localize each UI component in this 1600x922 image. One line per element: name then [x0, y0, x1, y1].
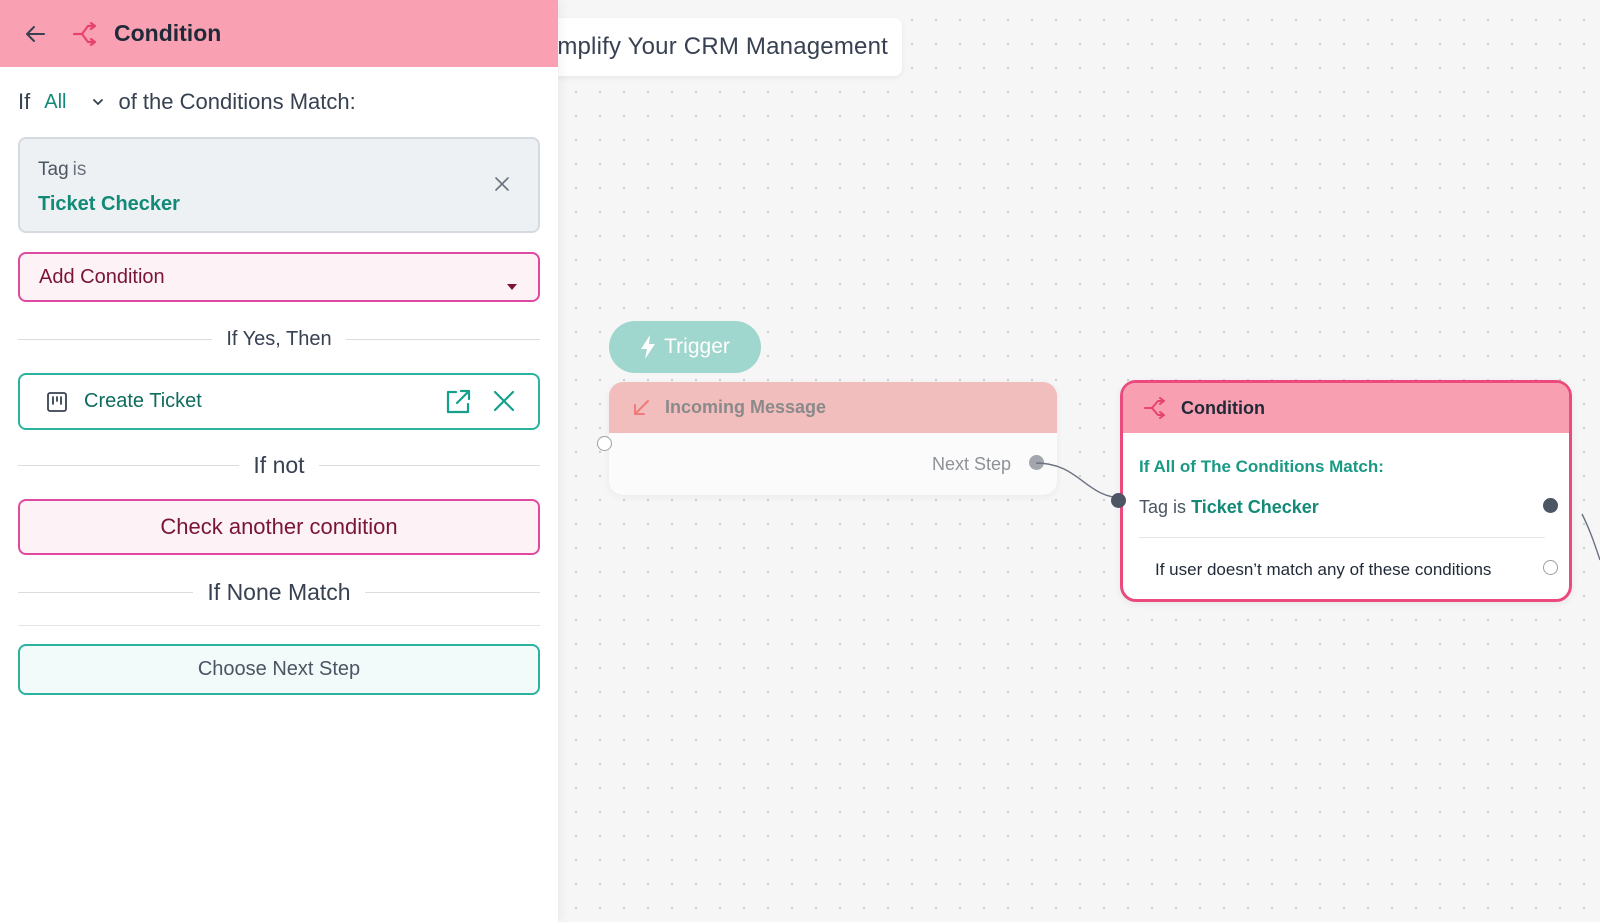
trigger-node-incoming-message[interactable]: Incoming Message Next Step: [597, 382, 1057, 495]
if-yes-label: If Yes, Then: [226, 327, 332, 350]
condition-node-rule-value: Ticket Checker: [1191, 497, 1319, 517]
condition-node-else-output-handle[interactable]: [1543, 560, 1558, 575]
external-link-icon[interactable]: [444, 388, 472, 422]
chevron-down-icon[interactable]: [92, 98, 104, 106]
action-create-ticket[interactable]: Create Ticket: [18, 373, 540, 430]
match-prefix: If: [18, 89, 31, 114]
panel-header: Condition: [0, 0, 558, 67]
trigger-node-input-handle[interactable]: [597, 436, 612, 451]
lightning-icon: [641, 335, 656, 359]
condition-node-rule-operator: is: [1173, 497, 1187, 517]
add-condition-dropdown[interactable]: Add Condition: [18, 252, 540, 302]
condition-node-match-output-handle[interactable]: [1543, 498, 1558, 513]
arrow-down-left-icon: [634, 399, 649, 415]
choose-next-step-label: Choose Next Step: [197, 658, 361, 680]
close-icon[interactable]: [492, 389, 516, 419]
condition-node-rule: Tag is Ticket Checker: [1139, 497, 1319, 518]
trigger-pill-label: Trigger: [664, 335, 730, 358]
trigger-node-title: Incoming Message: [665, 397, 827, 417]
condition-node[interactable]: Condition If All of The Conditions Match…: [1111, 380, 1572, 602]
add-condition-label: Add Condition: [39, 265, 165, 288]
condition-node-input-handle[interactable]: [1111, 493, 1126, 508]
condition-node-title: Condition: [1181, 397, 1265, 418]
trigger-pill[interactable]: Trigger: [609, 321, 761, 373]
if-not-divider: If not: [18, 450, 540, 480]
condition-value: Ticket Checker: [38, 193, 180, 215]
panel-title: Condition: [114, 20, 222, 46]
board-icon: [47, 391, 67, 412]
if-not-label: If not: [253, 451, 305, 478]
action-label: Create Ticket: [84, 390, 202, 412]
close-icon[interactable]: [492, 174, 512, 194]
condition-field-name: Tag: [38, 159, 69, 180]
flow-title-text: Simplify Your CRM Management: [535, 33, 888, 60]
caret-down-icon: [506, 274, 518, 297]
choose-next-step-button[interactable]: Choose Next Step: [18, 644, 540, 695]
condition-node-else-label: If user doesn’t match any of these condi…: [1155, 560, 1492, 579]
section-divider: [18, 625, 540, 626]
condition-node-separator: [1139, 537, 1545, 538]
trigger-node-header: Incoming Message: [609, 382, 1057, 433]
branch-split-icon: [1144, 397, 1165, 419]
condition-node-header: Condition: [1123, 383, 1569, 433]
arrow-left-icon[interactable]: [22, 20, 50, 48]
match-mode-select[interactable]: All: [44, 90, 67, 113]
condition-operator: is: [72, 159, 87, 180]
flow-title: Simplify Your CRM Management: [520, 18, 902, 76]
condition-node-rule-field: Tag: [1139, 497, 1169, 517]
match-suffix: of the Conditions Match:: [118, 89, 356, 114]
if-yes-divider: If Yes, Then: [18, 324, 540, 354]
match-mode-row: If All of the Conditions Match:: [18, 88, 356, 116]
condition-settings-panel: Condition If All of the Conditions Match…: [0, 0, 558, 922]
check-another-condition-button[interactable]: Check another condition: [18, 499, 540, 555]
if-none-match-label: If None Match: [207, 578, 351, 605]
condition-node-subtitle: If All of The Conditions Match:: [1139, 457, 1384, 476]
trigger-node-next-step-label: Next Step: [931, 454, 1011, 474]
if-none-match-divider: If None Match: [18, 577, 540, 607]
branch-split-icon: [72, 20, 100, 48]
check-another-condition-label: Check another condition: [160, 514, 398, 539]
